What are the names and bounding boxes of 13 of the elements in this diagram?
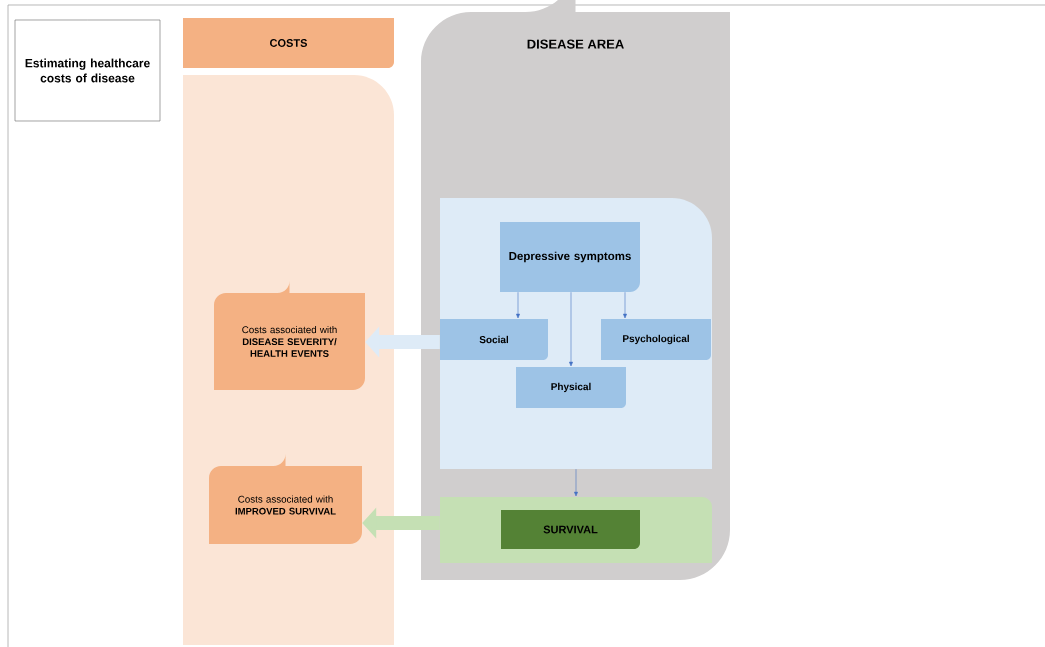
- header-box: COSTS: [183, 18, 394, 68]
- arrow: [574, 468, 578, 497]
- arrow: [569, 291, 573, 367]
- process-box: Social: [440, 319, 548, 360]
- arrow: [623, 291, 627, 319]
- cost-box: Costs associated with IMPROVED SURVIVAL: [209, 454, 362, 544]
- process-box: Psychological: [601, 319, 711, 360]
- process-box: Physical: [516, 367, 626, 408]
- cost-box: Costs associated with DISEASE SEVERITY/ HEALTH EVENTS: [214, 281, 365, 390]
- arrow: [516, 291, 520, 319]
- process-box: Depressive symptoms: [500, 222, 640, 292]
- title-box: Estimating healthcare costs of disease: [14, 19, 161, 122]
- process-box: SURVIVAL: [501, 510, 640, 549]
